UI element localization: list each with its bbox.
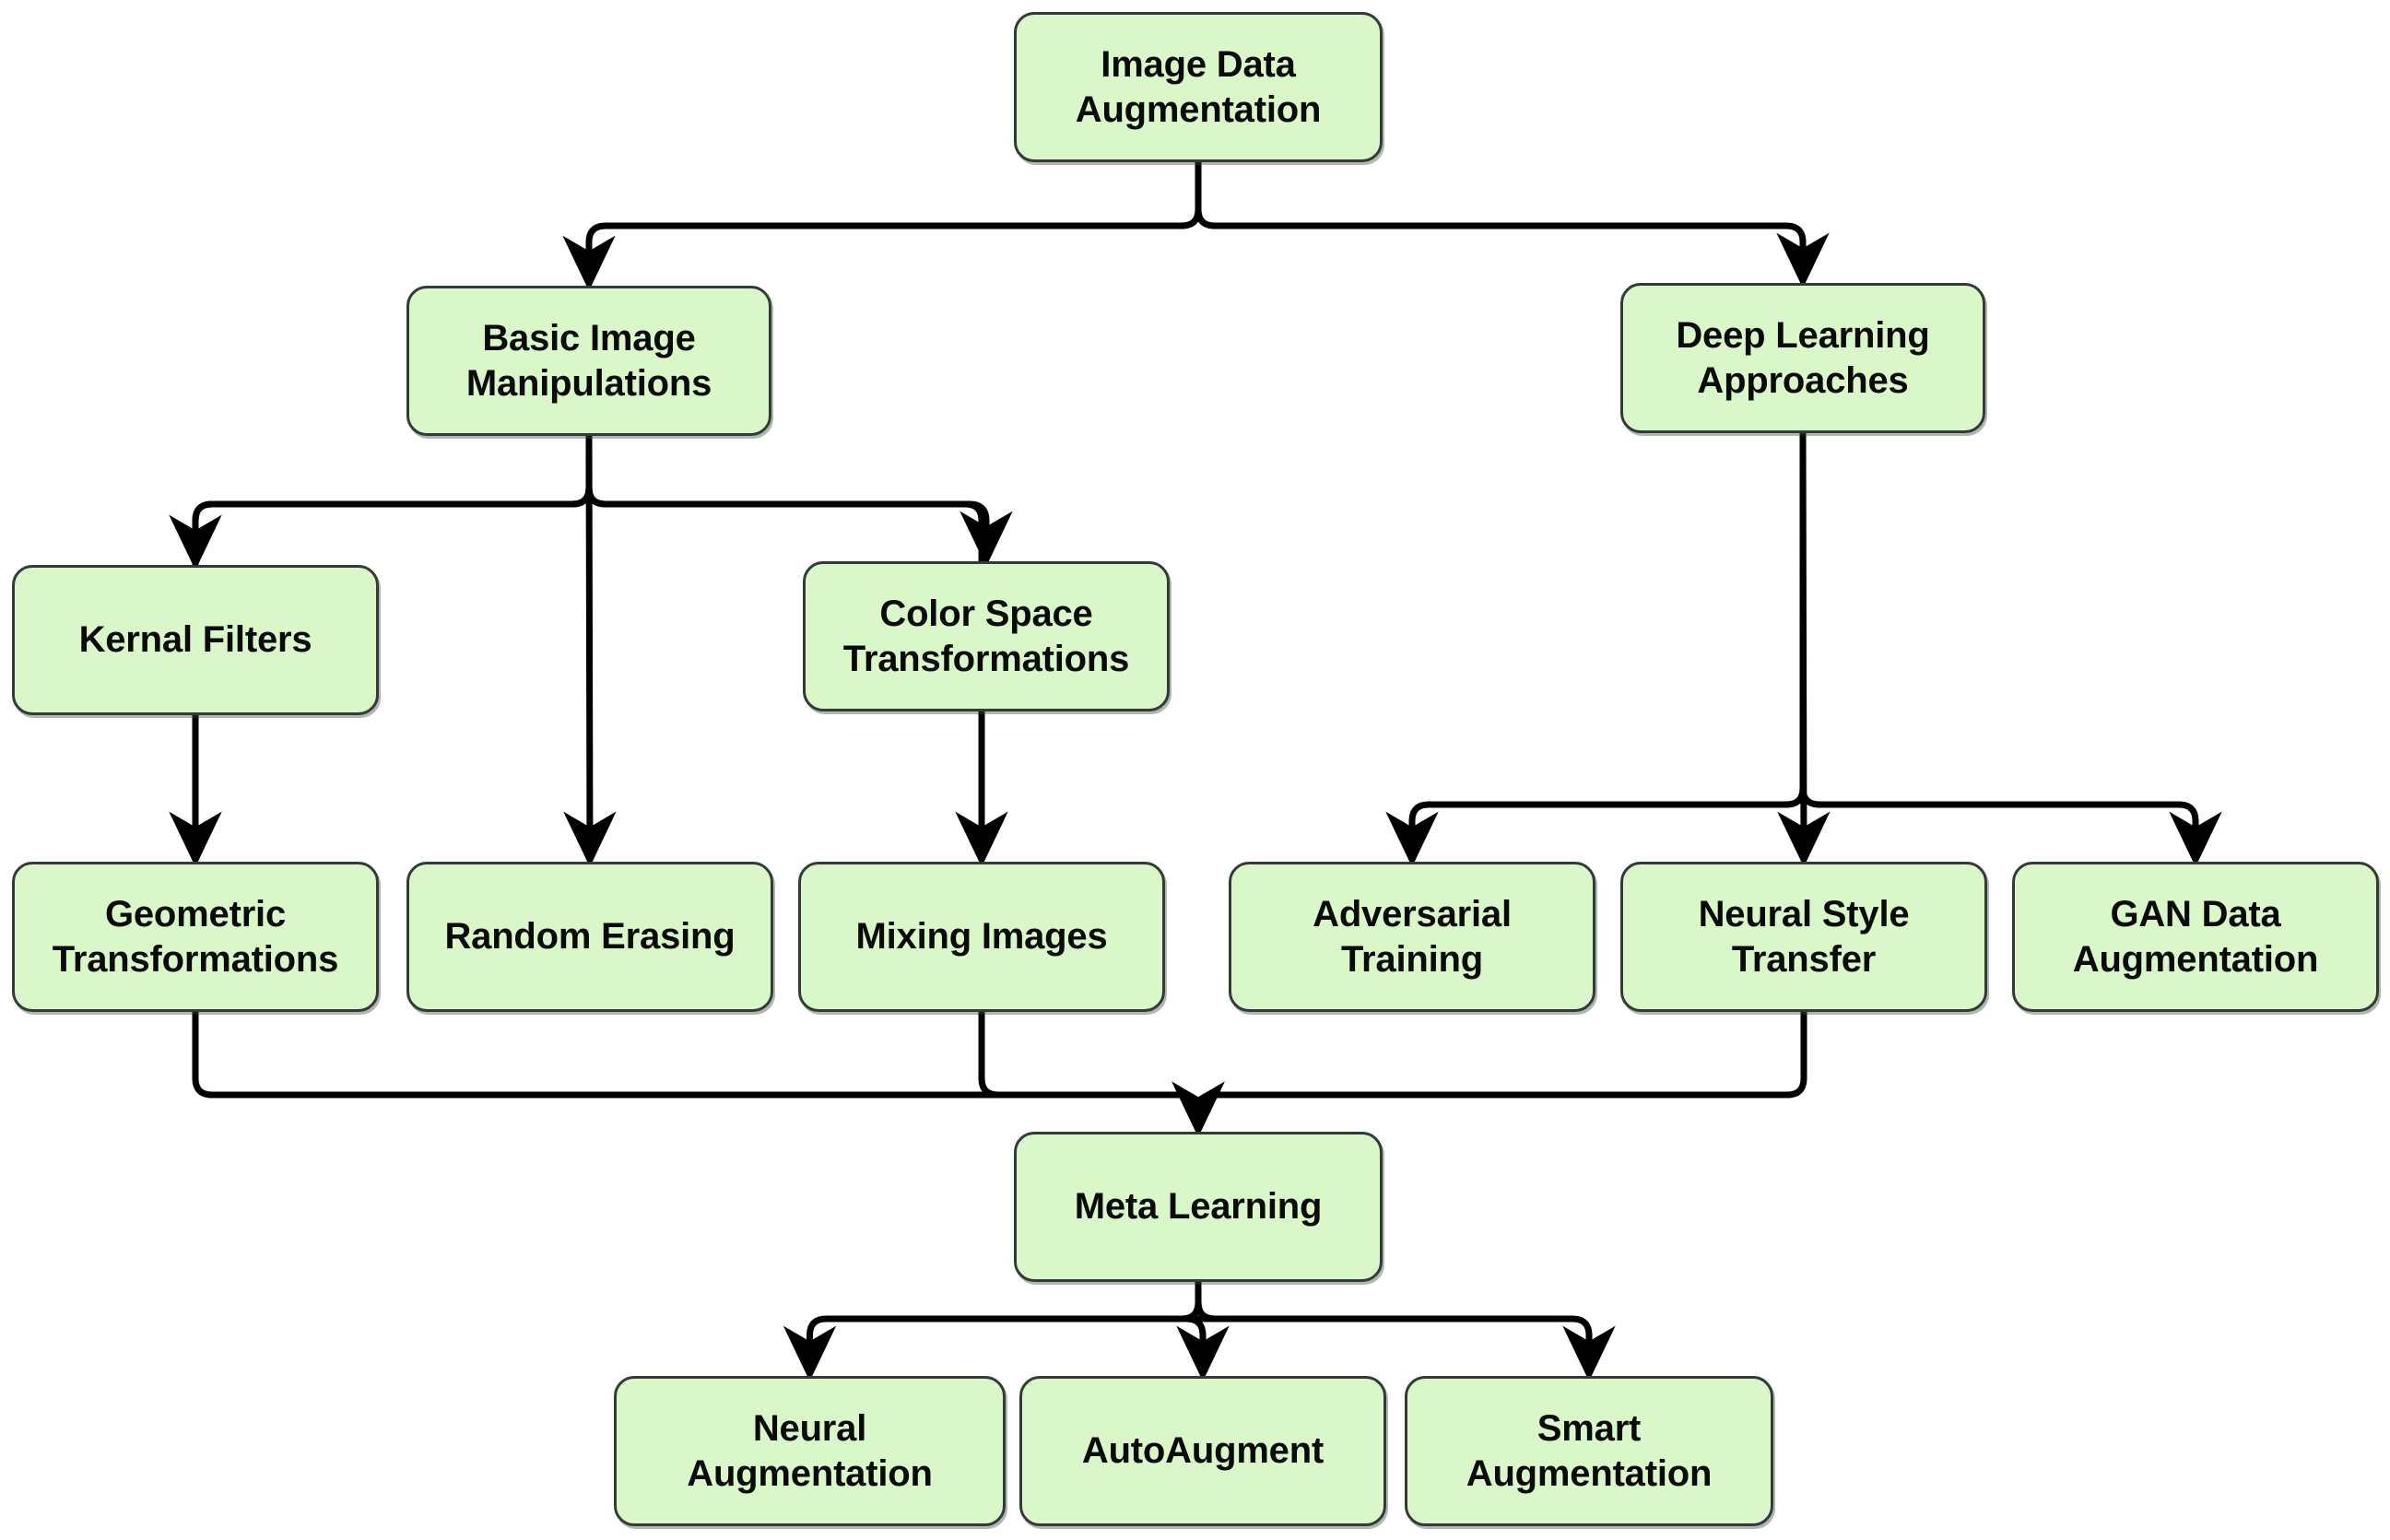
node-kernal[interactable]: Kernal Filters bbox=[12, 565, 379, 715]
node-neuralaug[interactable]: Neural Augmentation bbox=[614, 1376, 1006, 1526]
node-gan[interactable]: GAN Data Augmentation bbox=[2012, 862, 2379, 1012]
edge-mixing-to-meta bbox=[978, 1012, 1225, 1137]
edge-meta-to-smartaug bbox=[1195, 1282, 1616, 1381]
edge-deep-to-gan bbox=[1799, 433, 2222, 867]
node-geometric[interactable]: Geometric Transformations bbox=[12, 862, 379, 1012]
node-label: Smart Augmentation bbox=[1466, 1407, 1713, 1494]
edge-root-to-basic bbox=[562, 162, 1202, 291]
node-basic[interactable]: Basic Image Manipulations bbox=[406, 286, 771, 436]
node-label: AutoAugment bbox=[1081, 1430, 1325, 1472]
node-label: Neural Style Transfer bbox=[1698, 893, 1910, 980]
node-label: Image Data Augmentation bbox=[1075, 43, 1322, 130]
node-label: Random Erasing bbox=[444, 916, 736, 958]
node-smartaug[interactable]: Smart Augmentation bbox=[1405, 1376, 1773, 1526]
edge-deep-to-adversarial bbox=[1385, 433, 1807, 867]
node-meta[interactable]: Meta Learning bbox=[1014, 1132, 1383, 1282]
node-label: GAN Data Augmentation bbox=[2072, 893, 2319, 980]
node-label: Kernal Filters bbox=[78, 619, 312, 661]
node-label: Geometric Transformations bbox=[52, 893, 339, 980]
node-label: Neural Augmentation bbox=[687, 1407, 933, 1494]
node-erasing[interactable]: Random Erasing bbox=[406, 862, 773, 1012]
node-label: Meta Learning bbox=[1074, 1186, 1323, 1228]
node-root[interactable]: Image Data Augmentation bbox=[1014, 12, 1383, 162]
node-label: Deep Learning Approaches bbox=[1676, 314, 1930, 401]
edge-basic-to-erasing bbox=[563, 435, 617, 867]
node-deep[interactable]: Deep Learning Approaches bbox=[1620, 283, 1985, 433]
edge-geometric-to-meta bbox=[192, 1012, 1225, 1137]
edge-meta-to-autoaug bbox=[1176, 1282, 1230, 1381]
edge-basic-to-kernal bbox=[169, 436, 593, 570]
node-adversarial[interactable]: Adversarial Training bbox=[1229, 862, 1595, 1012]
node-mixing[interactable]: Mixing Images bbox=[798, 862, 1165, 1012]
edge-deep-to-style bbox=[1777, 432, 1831, 867]
edge-meta-to-neuralaug bbox=[783, 1282, 1202, 1381]
edge-style-to-meta bbox=[1171, 1012, 1807, 1137]
node-label: Color Space Transformations bbox=[842, 593, 1130, 679]
node-colorspace[interactable]: Color Space Transformations bbox=[803, 561, 1170, 711]
node-style[interactable]: Neural Style Transfer bbox=[1620, 862, 1987, 1012]
edge-root-to-deep bbox=[1195, 162, 1830, 288]
node-label: Mixing Images bbox=[855, 916, 1108, 958]
edge-basic-to-colorspace bbox=[585, 436, 1013, 567]
node-label: Basic Image Manipulations bbox=[465, 317, 712, 404]
node-autoaug[interactable]: AutoAugment bbox=[1019, 1376, 1386, 1526]
node-label: Adversarial Training bbox=[1313, 893, 1512, 980]
